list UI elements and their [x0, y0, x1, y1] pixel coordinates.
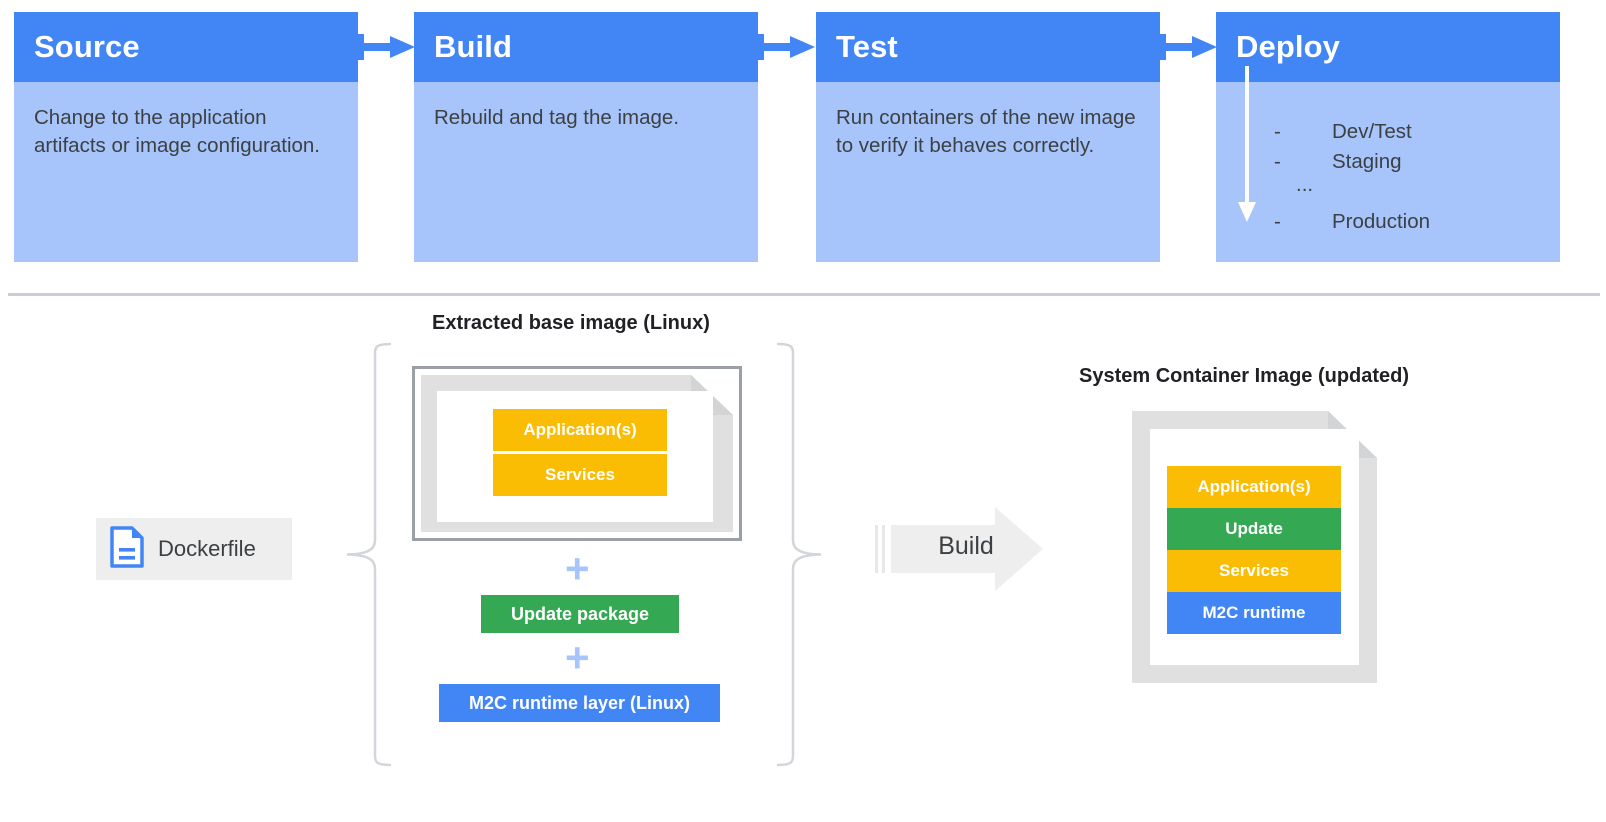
- deploy-list-item: - Dev/Test: [1274, 118, 1544, 148]
- section-divider: [8, 293, 1600, 296]
- stage-header-build: Build: [414, 12, 758, 82]
- deploy-list-dash: -: [1274, 120, 1281, 143]
- layer-m2c-runtime: M2C runtime: [1167, 592, 1341, 634]
- pipeline-stage-source: Source Change to the application artifac…: [14, 12, 358, 262]
- grouping-brace-right-icon: [775, 342, 823, 767]
- layer-services: Services: [1167, 550, 1341, 592]
- stage-header-source: Source: [14, 12, 358, 82]
- base-image-layer-stack: Application(s) Services: [493, 409, 667, 496]
- deploy-list-dash: -: [1274, 210, 1281, 233]
- deploy-list-label: Dev/Test: [1332, 120, 1412, 143]
- stage-title-deploy: Deploy: [1236, 29, 1340, 64]
- result-image-layer-stack: Application(s) Update Services M2C runti…: [1167, 466, 1341, 634]
- stage-body-deploy: - Dev/Test - Staging ... - Production: [1216, 66, 1560, 262]
- layer-update: Update: [1167, 508, 1341, 550]
- plus-sign-1-icon: +: [565, 545, 590, 592]
- layer-services: Services: [493, 454, 667, 496]
- deploy-environment-list: - Dev/Test - Staging ... - Production: [1274, 118, 1544, 238]
- stage-title-build: Build: [434, 29, 512, 64]
- stage-title-test: Test: [836, 29, 898, 64]
- update-package-chip: Update package: [481, 595, 679, 633]
- pipeline-stage-deploy: Deploy - Dev/Test - Staging: [1216, 12, 1560, 262]
- caption-system-container-image: System Container Image (updated): [1079, 365, 1410, 387]
- deploy-list-dash: -: [1274, 150, 1281, 173]
- arrow-test-to-deploy: [1159, 34, 1219, 60]
- build-arrow-label: Build: [938, 532, 994, 560]
- layer-applications: Application(s): [1167, 466, 1341, 508]
- grouping-brace-left-icon: [345, 342, 393, 767]
- deploy-progression-arrow-icon: [1236, 66, 1258, 224]
- deploy-list-ellipsis: ...: [1296, 173, 1314, 196]
- m2c-runtime-layer-chip: M2C runtime layer (Linux): [439, 684, 720, 722]
- arrow-build-to-test: [757, 34, 817, 60]
- dockerfile-icon: [110, 525, 144, 573]
- ci-cd-pipeline: Source Change to the application artifac…: [0, 0, 1606, 265]
- stage-header-test: Test: [816, 12, 1160, 82]
- dockerfile-chip[interactable]: Dockerfile: [96, 518, 292, 580]
- stage-title-source: Source: [34, 29, 140, 64]
- arrow-source-to-build: [357, 34, 417, 60]
- deploy-list-label: Staging: [1332, 150, 1402, 173]
- image-build-diagram: Extracted base image (Linux) System Cont…: [0, 300, 1606, 822]
- pipeline-stage-build: Build Rebuild and tag the image.: [414, 12, 758, 262]
- plus-sign-2-icon: +: [565, 634, 590, 681]
- stage-header-deploy: Deploy: [1216, 12, 1560, 82]
- caption-extracted-base-image: Extracted base image (Linux): [432, 312, 710, 334]
- build-block-arrow-icon: [875, 507, 1043, 591]
- deploy-list-item: - Staging: [1274, 148, 1544, 178]
- dockerfile-label: Dockerfile: [158, 536, 256, 561]
- extracted-base-image-selection-box: Application(s) Services: [412, 366, 742, 541]
- layer-applications: Application(s): [493, 409, 667, 451]
- pipeline-stage-test: Test Run containers of the new image to …: [816, 12, 1160, 262]
- stage-body-test: Run containers of the new image to verif…: [836, 106, 1136, 157]
- stage-body-source: Change to the application artifacts or i…: [34, 106, 320, 157]
- deploy-list-item: - Production: [1274, 208, 1544, 238]
- stage-body-build: Rebuild and tag the image.: [434, 106, 680, 129]
- deploy-list-label: Production: [1332, 210, 1431, 233]
